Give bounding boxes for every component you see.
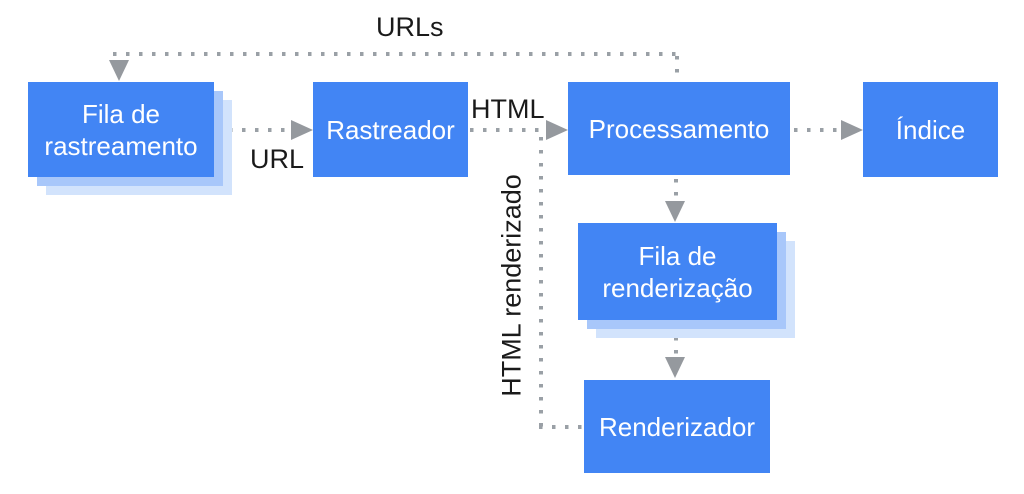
node-crawler: Rastreador <box>313 82 468 177</box>
node-index-label: Índice <box>895 114 966 145</box>
node-render-queue-label-line2: renderização <box>602 272 753 303</box>
edge-html-line <box>470 128 548 132</box>
node-crawler-label: Rastreador <box>326 114 455 145</box>
arrow-right-icon <box>291 120 313 140</box>
edge-label-url: URL <box>250 144 305 174</box>
arrow-right-icon <box>841 120 863 140</box>
edge-label-urls: URLs <box>376 12 444 42</box>
node-renderer: Renderizador <box>584 380 770 473</box>
node-crawl-queue: Fila de rastreamento <box>28 82 214 177</box>
edge-processing-index-line <box>794 128 842 132</box>
node-processing: Processamento <box>568 82 790 175</box>
node-crawl-queue-label-line1: Fila de <box>81 98 161 129</box>
edge-label-html: HTML <box>471 94 545 124</box>
node-crawl-queue-label-line2: rastreamento <box>44 130 198 161</box>
node-renderer-label: Renderizador <box>598 411 756 442</box>
edge-rendered-html-horizontal <box>539 425 585 429</box>
node-render-queue-label-line1: Fila de <box>638 240 717 271</box>
edge-renderqueue-renderer-line <box>674 324 678 358</box>
arrow-down-icon <box>109 60 129 81</box>
edge-url-line <box>216 128 292 132</box>
arrow-right-icon <box>546 120 568 140</box>
arrow-down-icon <box>665 201 685 222</box>
arrow-down-icon <box>665 357 685 378</box>
edge-processing-renderqueue-line <box>674 179 678 203</box>
node-processing-label: Processamento <box>588 113 770 144</box>
edge-urls-feedback-vertical <box>675 56 679 82</box>
node-index: Índice <box>863 82 998 177</box>
edge-urls-feedback-horizontal <box>113 52 680 56</box>
edge-rendered-html-vertical <box>539 137 543 427</box>
edge-label-rendered-html: HTML renderizado <box>496 174 527 397</box>
node-render-queue: Fila de renderização <box>578 223 777 320</box>
